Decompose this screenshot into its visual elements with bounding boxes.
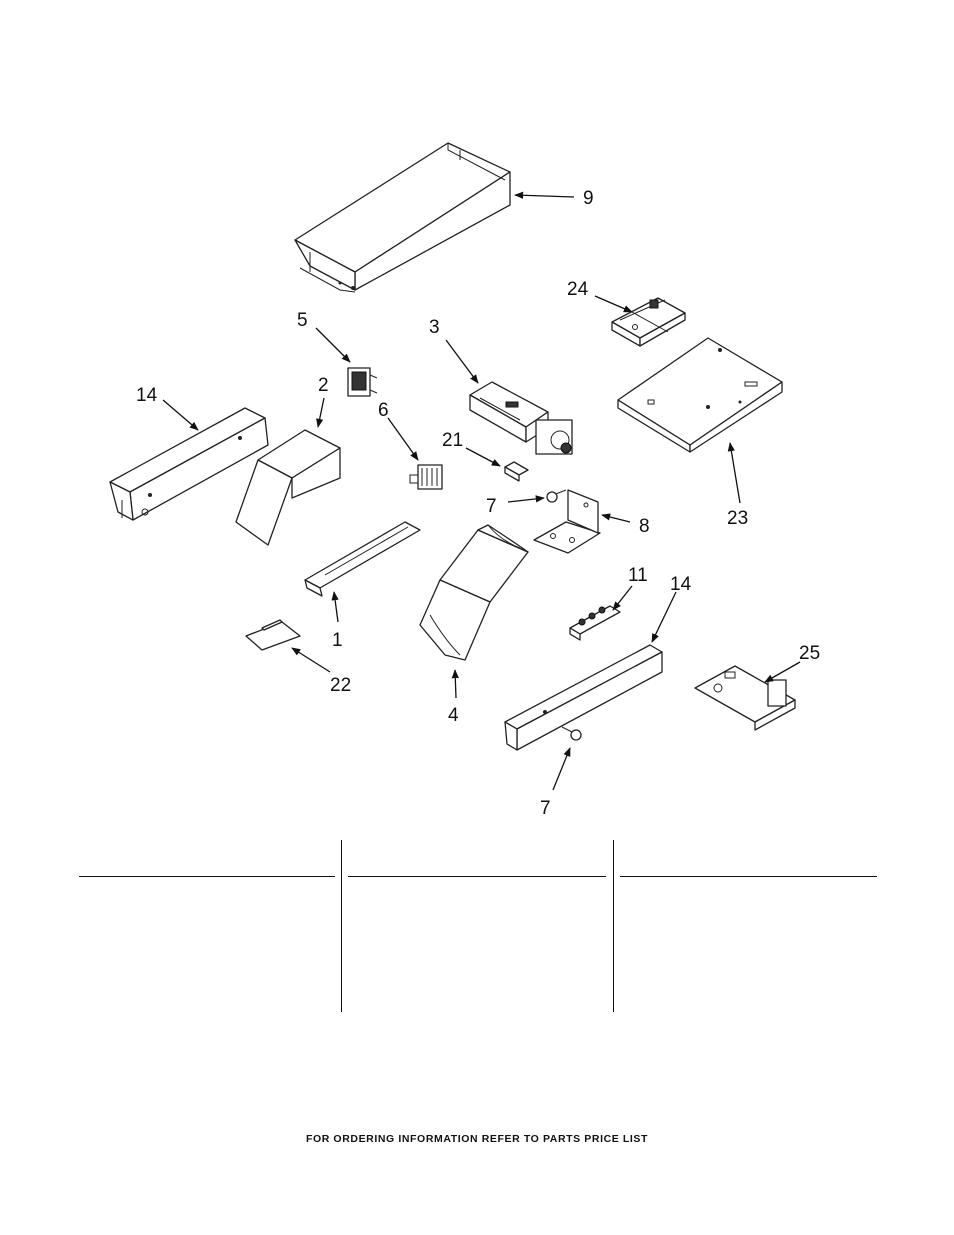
callout-9: 9 bbox=[583, 188, 594, 209]
callout-24: 24 bbox=[567, 279, 589, 300]
part-5-switch bbox=[348, 368, 377, 396]
callout-23: 23 bbox=[727, 508, 748, 529]
part-6-connector bbox=[410, 465, 442, 489]
callout-7a: 7 bbox=[486, 496, 497, 517]
callout-11: 11 bbox=[628, 565, 648, 586]
callout-4: 4 bbox=[448, 705, 459, 726]
part-21-insulator bbox=[505, 462, 528, 481]
callout-3: 3 bbox=[429, 317, 440, 338]
parts-diagram: 9 24 5 3 2 14 6 21 7 8 23 1 11 14 22 4 2… bbox=[0, 0, 954, 830]
callout-21: 21 bbox=[442, 430, 463, 451]
table-rule-col2 bbox=[348, 876, 606, 877]
part-8-bracket bbox=[534, 490, 600, 553]
callout-22: 22 bbox=[330, 675, 351, 696]
table-divider-2 bbox=[613, 840, 614, 1012]
part-14-rail-right bbox=[505, 645, 662, 750]
part-3-control-module bbox=[470, 382, 572, 454]
callout-14b: 14 bbox=[670, 574, 692, 595]
part-1-channel bbox=[305, 522, 420, 596]
callout-8: 8 bbox=[639, 516, 650, 537]
callout-5: 5 bbox=[297, 310, 308, 331]
callout-7b: 7 bbox=[540, 798, 551, 819]
part-11-terminal-strip bbox=[570, 606, 620, 640]
part-25-plate bbox=[695, 666, 795, 730]
callout-1: 1 bbox=[332, 630, 343, 651]
callout-6: 6 bbox=[378, 400, 389, 421]
callout-14a: 14 bbox=[136, 385, 158, 406]
part-24-bracket bbox=[612, 298, 685, 346]
callout-25: 25 bbox=[799, 643, 820, 664]
part-22-clip bbox=[246, 620, 300, 650]
part-7-screw-upper bbox=[547, 490, 566, 502]
part-4-duct bbox=[420, 525, 528, 660]
callout-2: 2 bbox=[318, 375, 329, 396]
table-divider-1 bbox=[341, 840, 342, 1012]
part-7-screw-lower bbox=[562, 727, 581, 740]
table-rule-col1 bbox=[79, 876, 335, 877]
part-9-cover bbox=[295, 143, 510, 292]
ordering-info-footer: FOR ORDERING INFORMATION REFER TO PARTS … bbox=[0, 1133, 954, 1145]
table-rule-col3 bbox=[620, 876, 877, 877]
part-23-plate bbox=[618, 338, 782, 452]
callout-labels: 9 24 5 3 2 14 6 21 7 8 23 1 11 14 22 4 2… bbox=[136, 188, 820, 819]
